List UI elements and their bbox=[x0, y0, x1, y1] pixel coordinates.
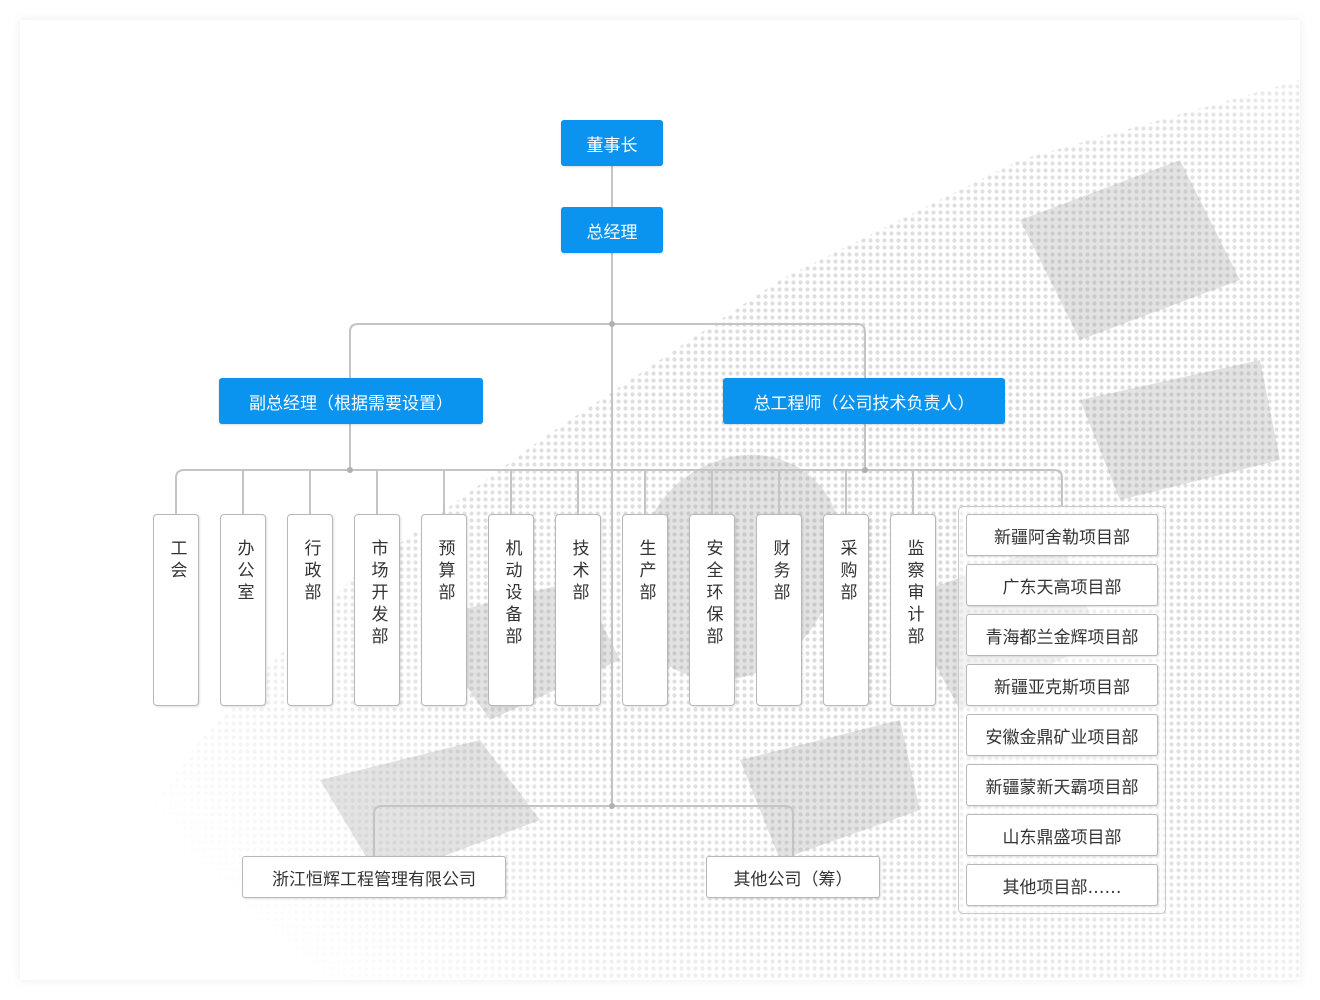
dept-node: 办公室 bbox=[220, 514, 266, 706]
deputy-gm-node: 副总经理（根据需要设置） bbox=[219, 378, 483, 424]
project-node: 其他项目部…… bbox=[966, 864, 1158, 906]
dept-label: 监察审计部 bbox=[903, 539, 924, 649]
project-node: 安徽金鼎矿业项目部 bbox=[966, 714, 1158, 756]
dept-label: 机动设备部 bbox=[501, 539, 522, 649]
dept-node: 市场开发部 bbox=[354, 514, 400, 706]
dept-label: 财务部 bbox=[769, 539, 790, 605]
dept-label: 生产部 bbox=[635, 539, 656, 605]
chief-engineer-node: 总工程师（公司技术负责人） bbox=[723, 378, 1005, 424]
dept-node: 预算部 bbox=[421, 514, 467, 706]
project-node: 青海都兰金辉项目部 bbox=[966, 614, 1158, 656]
dept-label: 安全环保部 bbox=[702, 539, 723, 649]
project-node: 新疆阿舍勒项目部 bbox=[966, 514, 1158, 556]
project-node: 新疆蒙新天霸项目部 bbox=[966, 764, 1158, 806]
dept-node: 行政部 bbox=[287, 514, 333, 706]
chairman-node: 董事长 bbox=[561, 120, 663, 166]
dept-node: 生产部 bbox=[622, 514, 668, 706]
dept-label: 工会 bbox=[166, 539, 187, 583]
general-manager-node: 总经理 bbox=[561, 207, 663, 253]
dept-label: 预算部 bbox=[434, 539, 455, 605]
project-node: 山东鼎盛项目部 bbox=[966, 814, 1158, 856]
dept-label: 行政部 bbox=[300, 539, 321, 605]
dept-node: 技术部 bbox=[555, 514, 601, 706]
project-node: 广东天高项目部 bbox=[966, 564, 1158, 606]
dept-node: 工会 bbox=[153, 514, 199, 706]
project-node: 新疆亚克斯项目部 bbox=[966, 664, 1158, 706]
dept-node: 采购部 bbox=[823, 514, 869, 706]
company-node: 其他公司（筹） bbox=[706, 856, 880, 898]
dept-node: 安全环保部 bbox=[689, 514, 735, 706]
dept-node: 机动设备部 bbox=[488, 514, 534, 706]
dept-node: 财务部 bbox=[756, 514, 802, 706]
dept-label: 市场开发部 bbox=[367, 539, 388, 649]
dept-label: 办公室 bbox=[233, 539, 254, 605]
dept-node: 监察审计部 bbox=[890, 514, 936, 706]
dept-label: 采购部 bbox=[836, 539, 857, 605]
company-node: 浙江恒辉工程管理有限公司 bbox=[242, 856, 506, 898]
dept-label: 技术部 bbox=[568, 539, 589, 605]
